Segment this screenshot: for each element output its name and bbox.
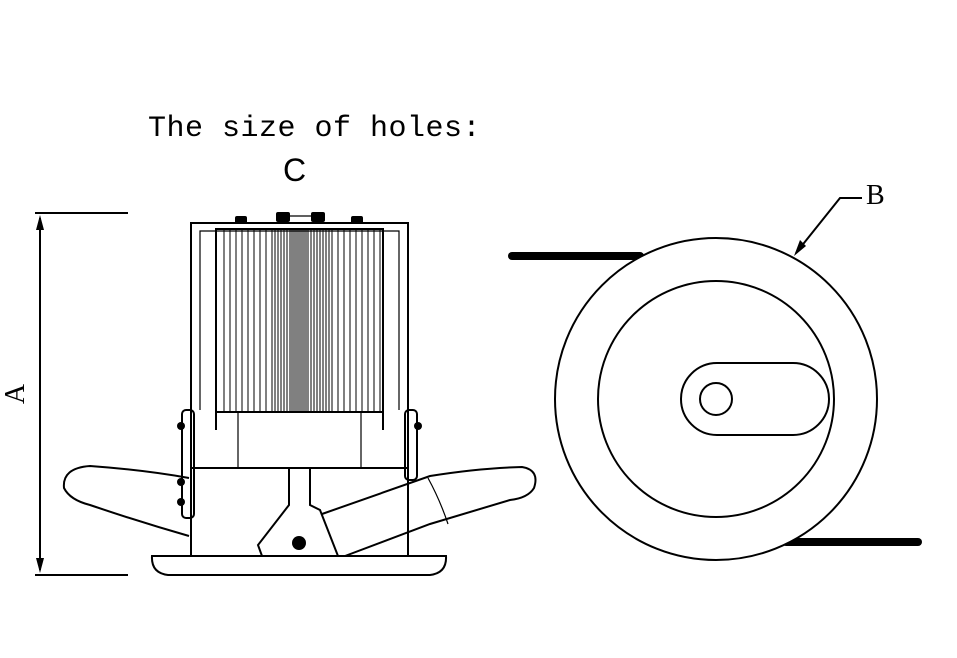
right-bracket [404, 409, 422, 481]
side-view [62, 212, 537, 576]
lens-slot [680, 362, 830, 436]
heat-sink [215, 228, 384, 413]
dimension-a-arrow-bottom [36, 558, 44, 573]
dimension-label-b: B [866, 180, 885, 211]
leader-b [795, 197, 862, 254]
dimension-a-arrow-top [36, 215, 44, 230]
right-spring-clip-coil [427, 477, 449, 525]
holes-size-caption: The size of holes: [148, 112, 482, 146]
inner-reflector-ring [597, 280, 835, 518]
dimension-label-c: C [283, 152, 307, 188]
mounting-bracket [190, 222, 409, 468]
pivot-screw [292, 536, 306, 550]
front-view [508, 197, 922, 561]
left-bracket [177, 409, 195, 519]
outer-trim-ring [554, 237, 878, 561]
lens-hole [699, 382, 733, 416]
right-spring-clip [321, 465, 537, 557]
left-spring-clip [62, 464, 190, 537]
dimension-a [35, 212, 128, 576]
trim-bezel [150, 555, 448, 576]
leader-b-arrow [794, 240, 806, 256]
